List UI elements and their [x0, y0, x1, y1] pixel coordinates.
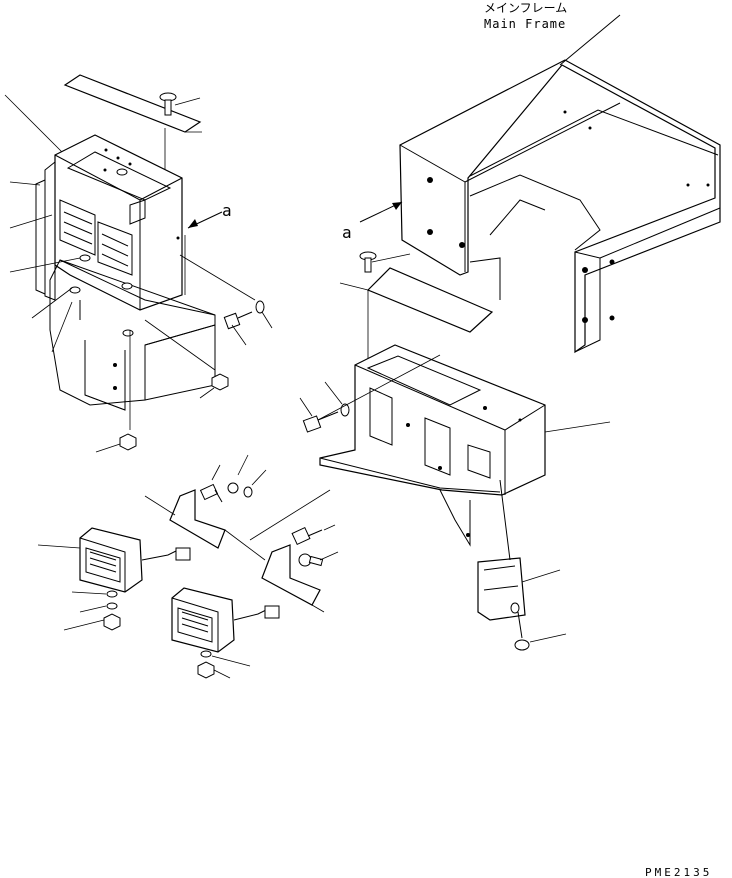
bolt-bracket-1	[199, 454, 267, 503]
main-frame	[399, 14, 721, 354]
left-housing	[35, 134, 216, 411]
leader-lines-left	[9, 181, 256, 430]
bolt-washer-left	[223, 300, 273, 346]
nut-left-low	[95, 433, 137, 453]
rear-lamp-bolt	[514, 611, 567, 651]
rear-lamp	[477, 479, 561, 621]
lamp-bracket-1	[144, 489, 226, 549]
main-frame-label-jp: メインフレーム	[484, 1, 567, 15]
drawing-code: PME2135	[645, 866, 712, 878]
bolt-washer-right	[299, 354, 441, 433]
lamp-1	[37, 527, 191, 593]
lamp-bracket-2	[224, 489, 331, 613]
bolt-bracket-2	[291, 524, 339, 567]
cover-plate-right	[339, 267, 494, 360]
nut-left-mid	[199, 373, 229, 399]
lamp-2	[171, 587, 280, 653]
left-light-cover	[4, 74, 202, 200]
view-marker-right: a	[342, 223, 352, 242]
washer-nut-lamp-1	[63, 590, 121, 631]
bolt-right-top	[359, 251, 411, 273]
bolt-left-top	[159, 92, 201, 116]
main-frame-label-en: Main Frame	[484, 17, 566, 31]
right-housing	[319, 344, 611, 547]
view-marker-left: a	[222, 201, 232, 220]
washer-nut-lamp-2	[197, 650, 251, 679]
